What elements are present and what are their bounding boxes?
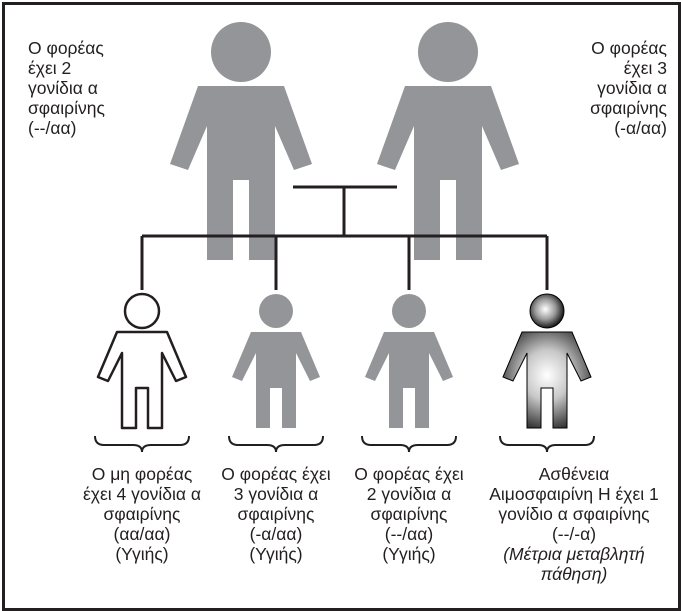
label-line: 3 γονίδια α [233, 484, 319, 504]
brace-1 [94, 435, 190, 453]
label-line: σφαιρίνης [370, 504, 448, 524]
head [529, 293, 565, 329]
child-3-figure [365, 294, 453, 428]
child-1-figure [96, 292, 188, 430]
child-1-label: Ο μη φορέας έχει 4 γονίδια α σφαιρίνης (… [62, 464, 222, 564]
label-line: σφαιρίνης [237, 504, 315, 524]
label-line: σφαιρίνης [28, 98, 105, 118]
label-line: (-α/αα) [249, 524, 303, 544]
label-line: Ασθένεια [538, 464, 610, 484]
label-line: Ο φορέας έχει [354, 464, 464, 484]
pedigree-connectors [140, 185, 549, 290]
label-line: (--/αα) [28, 118, 77, 138]
note-line: (Μέτρια μεταβλητή [503, 544, 645, 564]
affected-gradient-person-icon [502, 331, 592, 429]
label-line: σφαιρίνης [590, 98, 667, 118]
label-line: (Υγιής) [382, 544, 436, 564]
child-2-figure [232, 294, 320, 428]
label-line: Ο φορέας έχει [221, 464, 331, 484]
label-line: (Υγιής) [249, 544, 303, 564]
parent-left-figure [170, 22, 312, 260]
label-line: έχει 2 [28, 58, 72, 78]
healthy-outline-person-icon [96, 330, 188, 430]
head [418, 22, 478, 82]
head [259, 294, 293, 328]
head [392, 294, 426, 328]
child-4-figure [502, 293, 592, 429]
carrier-person-icon [377, 86, 519, 260]
label-line: έχει 4 γονίδια α [83, 484, 201, 504]
label-line: γονίδια α [28, 78, 98, 98]
carrier-person-icon [232, 332, 320, 428]
head [211, 22, 271, 82]
label-line: σφαιρίνης [103, 504, 181, 524]
child-3-label: Ο φορέας έχει 2 γονίδια α σφαιρίνης (--/… [334, 464, 484, 564]
label-line: (αα/αα) [113, 524, 171, 544]
label-line: (Υγιής) [115, 544, 169, 564]
note-line: πάθηση) [540, 564, 608, 584]
label-line: γονίδια α [597, 78, 667, 98]
brace-4 [499, 435, 595, 453]
brace-group [94, 435, 595, 453]
brace-2 [228, 435, 324, 453]
child-4-label: Ασθένεια Αιμοσφαιρίνη Η έχει 1 γονίδιο α… [476, 464, 672, 584]
brace-3 [361, 435, 457, 453]
child-2-label: Ο φορέας έχει 3 γονίδια α σφαιρίνης (-α/… [201, 464, 351, 564]
label-line: Αιμοσφαιρίνη Η έχει 1 [489, 484, 659, 504]
carrier-person-icon [170, 86, 312, 260]
head [123, 292, 161, 330]
carrier-person-icon [365, 332, 453, 428]
parent-right-figure [377, 22, 519, 260]
label-line: γονίδιο α σφαιρίνης [498, 504, 650, 524]
parent-right-label: Ο φορέας έχει 3 γονίδια α σφαιρίνης (-α/… [590, 38, 667, 138]
label-line: Ο μη φορέας [91, 464, 193, 484]
label-line: (-α/αα) [614, 118, 667, 138]
label-line: (--/-α) [551, 524, 597, 544]
label-line: 2 γονίδια α [366, 484, 452, 504]
label-line: Ο φορέας [591, 38, 667, 58]
parent-left-label: Ο φορέας έχει 2 γονίδια α σφαιρίνης (--/… [28, 38, 105, 138]
label-line: έχει 3 [623, 58, 667, 78]
label-line: Ο φορέας [28, 38, 104, 58]
label-line: (--/αα) [384, 524, 434, 544]
